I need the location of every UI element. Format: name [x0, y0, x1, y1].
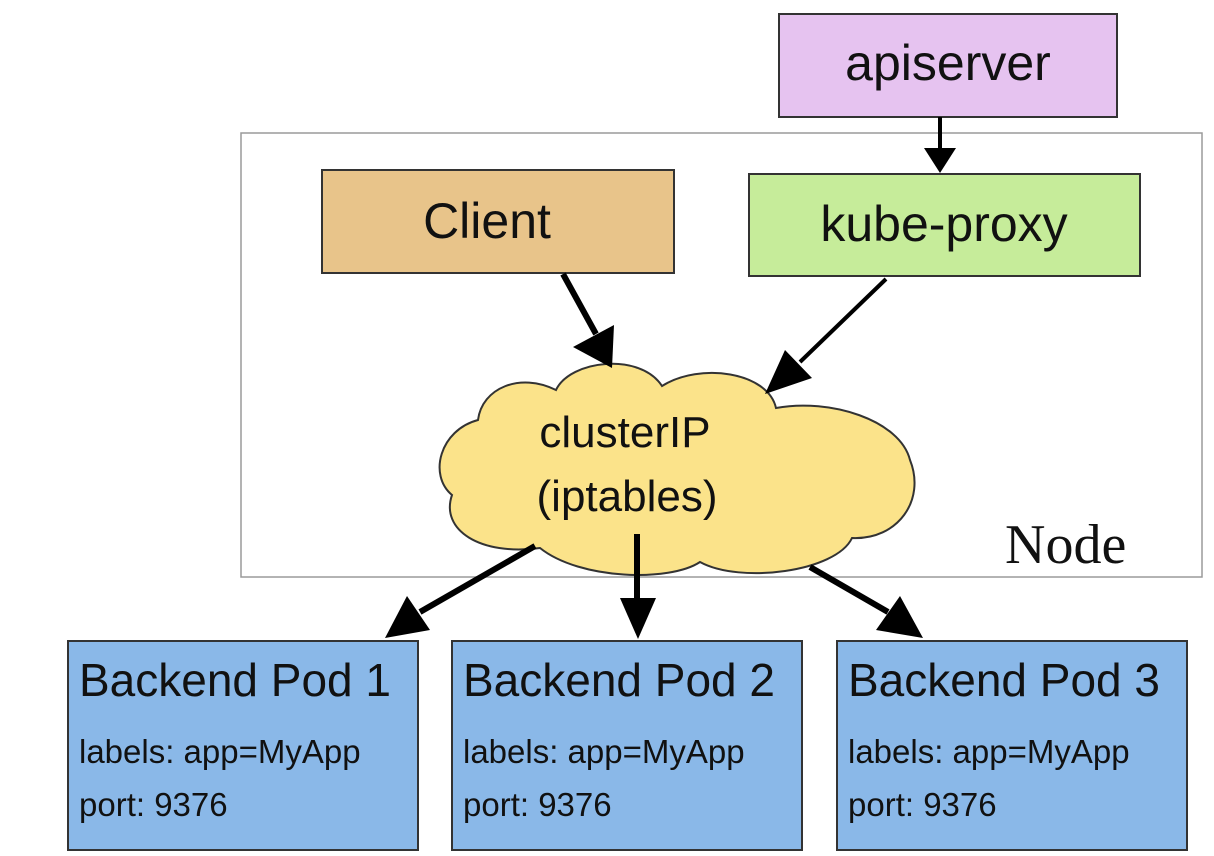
backend-pod-2-labels: labels: app=MyApp [463, 733, 745, 770]
cluster-ip-line1: clusterIP [539, 408, 710, 457]
backend-pod-3-title: Backend Pod 3 [848, 654, 1160, 706]
backend-pod-1-port: port: 9376 [79, 786, 228, 823]
backend-pod-1-box [67, 640, 419, 851]
kube-proxy-label: kube-proxy [820, 196, 1067, 252]
backend-pod-2: Backend Pod 2 labels: app=MyApp port: 93… [451, 640, 803, 851]
backend-pod-1-title: Backend Pod 1 [79, 654, 391, 706]
arrow-cluster-ip-to-pod-1 [385, 543, 537, 638]
backend-pod-3-box [836, 640, 1188, 851]
backend-pod-1: Backend Pod 1 labels: app=MyApp port: 93… [67, 640, 419, 851]
arrow-cluster-ip-to-pod-2 [620, 534, 656, 639]
arrow-client-to-cluster-ip [560, 272, 614, 368]
client-label: Client [423, 193, 551, 249]
backend-pod-2-port: port: 9376 [463, 786, 612, 823]
backend-pod-3-port: port: 9376 [848, 786, 997, 823]
apiserver-box [778, 13, 1118, 118]
arrow-cluster-ip-to-pod-3 [808, 564, 923, 638]
arrow-apiserver-to-kube-proxy [924, 117, 956, 173]
cluster-ip-cloud [438, 362, 916, 576]
node-label: Node [1005, 514, 1126, 576]
backend-pod-2-title: Backend Pod 2 [463, 654, 775, 706]
arrow-kube-proxy-to-cluster-ip [765, 277, 888, 394]
kube-proxy-box [748, 173, 1141, 277]
backend-pod-1-labels: labels: app=MyApp [79, 733, 361, 770]
apiserver-label: apiserver [845, 35, 1051, 91]
backend-pod-3-labels: labels: app=MyApp [848, 733, 1130, 770]
cluster-ip-line2: (iptables) [537, 472, 718, 521]
client-box [321, 169, 675, 274]
backend-pod-2-box [451, 640, 803, 851]
backend-pod-3: Backend Pod 3 labels: app=MyApp port: 93… [836, 640, 1188, 851]
